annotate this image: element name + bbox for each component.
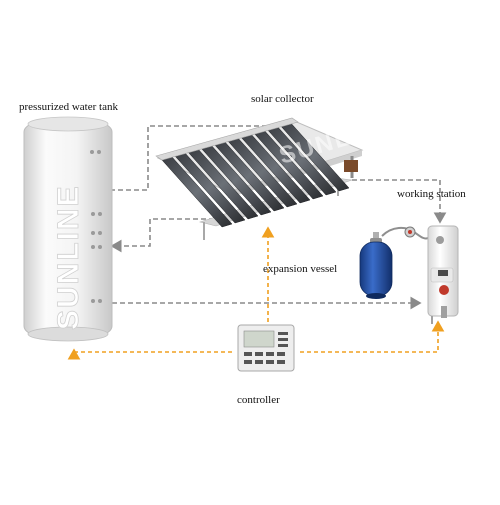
label-controller: controller — [237, 394, 280, 406]
water-circuit-lines — [110, 125, 447, 310]
label-pressurized-water-tank: pressurized water tank — [19, 101, 118, 113]
expansion-vessel — [359, 226, 429, 299]
collector-tubes — [161, 120, 350, 228]
water-line-collector-to-tank — [110, 218, 230, 253]
label-expansion-vessel: expansion vessel — [263, 263, 338, 275]
signal-circuit-lines — [67, 226, 445, 360]
label-solar-collector: solar collector — [251, 93, 314, 105]
signal-line-controller-to-station — [300, 320, 445, 353]
water-line-tank-to-collector — [110, 125, 280, 191]
signal-line-controller-to-tank — [67, 348, 232, 360]
label-working-station: working station — [397, 188, 466, 200]
pressurized-water-tank — [23, 116, 113, 342]
tank-fittings — [90, 150, 102, 303]
water-line-collector-to-station — [352, 179, 447, 224]
working-station — [427, 225, 459, 324]
controller — [237, 324, 295, 372]
tank-logo: SUNLINE — [52, 184, 85, 330]
solar-collector — [155, 117, 364, 240]
